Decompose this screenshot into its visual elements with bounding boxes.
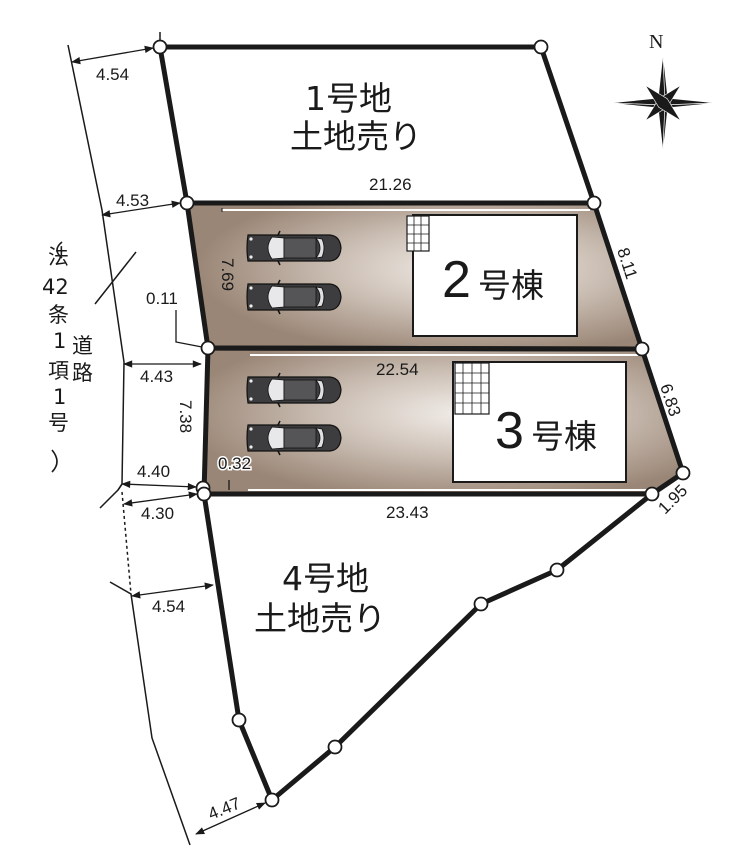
north-label: N [649,31,663,53]
close-paren [51,449,58,473]
svg-text:1: 1 [53,385,66,409]
dim-road-lot1-bottom: 4.53 [116,191,149,210]
dim-bldg2-offset: 0.11 [146,289,178,308]
balcony-grid-icon [454,362,490,415]
dim-bldg2-west: 7.69 [218,258,237,291]
dim-bldg3-north: 22.54 [376,360,419,379]
lot-4-title: 4号地 [282,559,369,598]
dim-road-lot4-bottom: 4.47 [205,794,243,824]
building-2-number: 2 [442,251,471,309]
balcony-grid-icon [406,215,430,252]
building-3-footprint[interactable]: 3 号棟 [452,361,627,483]
car-icon [246,372,342,408]
open-paren [56,241,63,259]
building-3-suffix: 号棟 [531,417,597,456]
building-3-number: 3 [495,402,524,460]
dim-road-top: 4.54 [96,65,129,84]
svg-text:1: 1 [53,329,66,353]
car-icon [246,420,342,456]
boundary-pins [152,39,691,808]
svg-text:号: 号 [48,411,69,435]
lot-1-subtitle: 土地売り [290,117,422,156]
svg-text:道: 道 [72,334,93,358]
road-label-leader [94,251,137,305]
lot-4-subtitle: 土地売り [254,599,386,638]
road-outer-boundary [67,44,125,509]
road-dashed-line [121,491,132,595]
lot-4-boundary[interactable] [201,492,654,803]
road-outer-boundary-lower [109,581,191,846]
svg-text:条: 条 [48,303,69,327]
dim-bldg3-south: 23.43 [386,503,429,522]
dimension-arrows [71,45,266,835]
building-2-footprint[interactable]: 2 号棟 [406,214,578,337]
dim-bldg3-offset: 0.32 [218,454,251,473]
compass: N [612,31,714,150]
svg-text:42: 42 [42,275,69,299]
lot-1-title: 1号地 [305,79,392,118]
compass-rose-icon [612,56,714,150]
svg-text:項: 項 [48,359,69,383]
road-label: 法 42 条 1 項 1 号 道 路 [42,241,93,473]
lot-3-boundary[interactable] [201,345,686,497]
dim-bldg2-north: 21.26 [369,175,412,194]
svg-text:法: 法 [48,245,69,269]
svg-text:路: 路 [72,361,93,385]
car-icon [246,279,342,315]
dim-road-lot4-top: 4.30 [141,504,174,523]
road-corner-tick [117,483,123,491]
building-2-suffix: 号棟 [478,266,544,305]
dim-road-bldg3-top: 4.43 [140,367,173,386]
dim-road-lot4-mid: 4.54 [152,597,185,616]
dim-road-bldg3-bottom: 4.40 [137,462,170,481]
dim-bldg3-west: 7.38 [176,400,195,433]
car-icon [246,230,342,266]
